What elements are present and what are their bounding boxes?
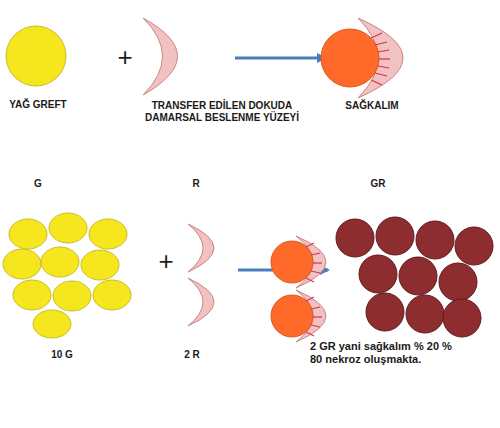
symbol-label: R [192, 178, 199, 190]
surface-label: TRANSFER EDİLEN DOKUDA DAMARSAL BESLENME… [142, 100, 302, 124]
survival-label: SAĞKALIM [345, 100, 398, 112]
graft-label: YAĞ GREFT [9, 99, 66, 111]
vessel-lines [371, 33, 390, 85]
vascular-surface-crescent [143, 18, 178, 95]
process-arrow [235, 57, 325, 60]
symbol-label: G [34, 178, 42, 190]
symbol-label: GR [371, 178, 386, 190]
plus-sign: + [158, 248, 173, 274]
surviving-graft-circle [271, 241, 313, 283]
result-note: 2 GR yani sağkalım % 20 % 80 nekroz oluş… [310, 340, 460, 366]
fat-graft-circle [6, 26, 66, 86]
fat-graft-group [3, 213, 131, 338]
vascular-surface-crescent [188, 224, 214, 272]
surviving-graft-circle [321, 29, 379, 87]
count-label: 2 R [184, 349, 200, 361]
plus-sign: + [117, 44, 132, 70]
count-label: 10 G [51, 349, 73, 361]
vessel-lines [306, 243, 322, 336]
surviving-graft-circle [271, 295, 313, 337]
vascular-surface-crescent [188, 278, 214, 326]
necrotic-graft-group [336, 217, 493, 337]
